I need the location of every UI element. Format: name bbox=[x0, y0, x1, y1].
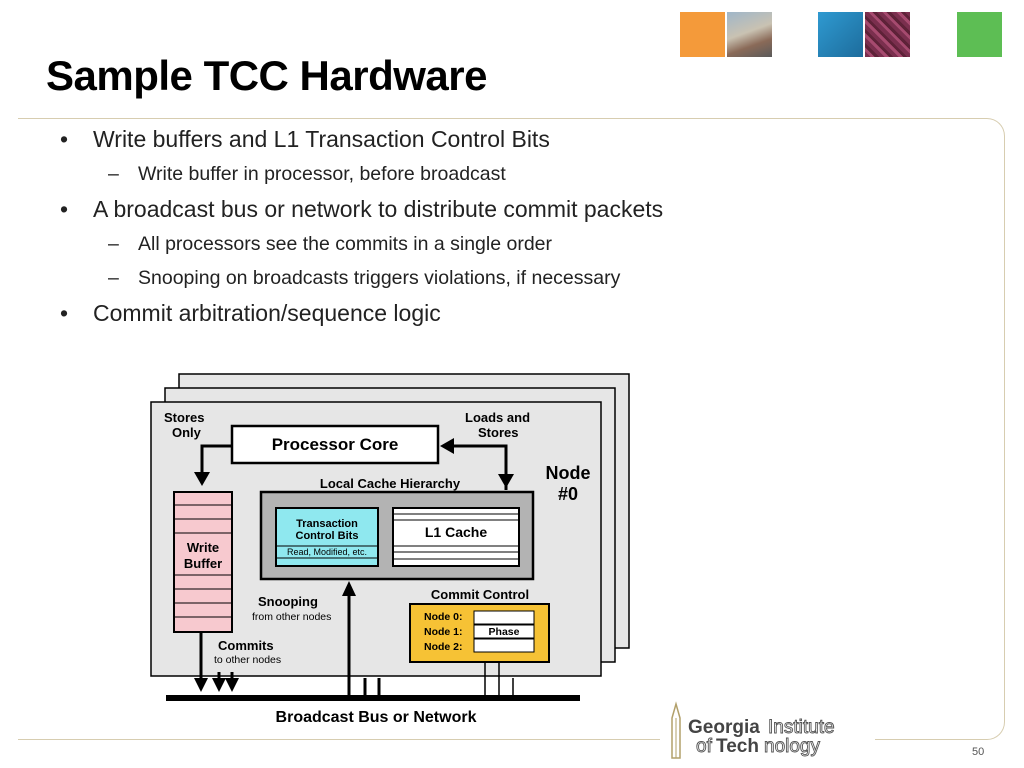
bullet-text: Commit arbitration/sequence logic bbox=[93, 300, 441, 326]
logo-institute: Institute bbox=[768, 717, 835, 738]
bullet-text: A broadcast bus or network to distribute… bbox=[93, 196, 664, 222]
commits-label: Commits bbox=[218, 638, 274, 653]
bullet-dot: • bbox=[60, 196, 69, 222]
campus-photo-thumbnail bbox=[727, 12, 772, 57]
loads-stores-label: Stores bbox=[478, 425, 518, 440]
bullet-text: All processors see the commits in a sing… bbox=[138, 233, 553, 255]
logo-tech: Tech bbox=[716, 736, 759, 757]
broadcast-bus bbox=[166, 695, 580, 701]
arrowhead bbox=[194, 472, 210, 486]
tcc-hardware-diagram: Stores Only Loads and Stores Processor C… bbox=[150, 373, 630, 726]
logo-of: of bbox=[696, 736, 713, 757]
georgia-tech-logo: Georgia Institute of Tech nology bbox=[660, 700, 875, 760]
write-buffer-box bbox=[173, 491, 233, 633]
commit-slot bbox=[473, 624, 535, 639]
sub-bullet-item: –Write buffer in processor, before broad… bbox=[60, 159, 960, 193]
processor-core-box bbox=[230, 424, 440, 465]
arrowhead bbox=[498, 474, 514, 488]
tcb-label: Control Bits bbox=[296, 530, 359, 542]
sub-bullet-item: –All processors see the commits in a sin… bbox=[60, 229, 960, 263]
broadcast-bus-label: Broadcast Bus or Network bbox=[276, 709, 477, 726]
bullet-dot: • bbox=[60, 126, 69, 152]
commit-slot bbox=[473, 638, 535, 653]
phase-label: Phase bbox=[489, 626, 520, 638]
tcb-sub-label: Read, Modified, etc. bbox=[287, 547, 367, 557]
content-frame bbox=[18, 118, 1005, 740]
logo-nology: nology bbox=[764, 736, 820, 757]
node-label: #0 bbox=[558, 484, 578, 504]
bullet-item: • Commit arbitration/sequence logic bbox=[60, 297, 960, 333]
commit-slot bbox=[473, 610, 535, 625]
arrowhead bbox=[342, 581, 356, 596]
snooping-sub-label: from other nodes bbox=[252, 611, 331, 623]
l1-cache-box bbox=[392, 507, 520, 567]
local-cache-label: Local Cache Hierarchy bbox=[320, 476, 461, 491]
tcb-box bbox=[275, 507, 379, 567]
blue-thumbnail bbox=[818, 12, 863, 57]
arrowhead bbox=[225, 678, 239, 692]
green-thumbnail bbox=[957, 12, 1002, 57]
bullet-dash: – bbox=[108, 233, 119, 255]
tcb-label: Transaction bbox=[296, 518, 358, 530]
processor-core-label: Processor Core bbox=[272, 435, 399, 454]
bullet-item: • A broadcast bus or network to distribut… bbox=[60, 193, 960, 229]
arrowhead bbox=[440, 438, 454, 454]
node-label: Node bbox=[546, 463, 591, 483]
node2-label: Node 2: bbox=[424, 641, 463, 653]
loads-stores-label: Loads and bbox=[465, 410, 530, 425]
stores-only-label: Only bbox=[172, 425, 202, 440]
logo-georgia: Georgia bbox=[688, 717, 760, 738]
sub-bullet-item: –Snooping on broadcasts triggers violati… bbox=[60, 263, 960, 297]
bullet-list: • Write buffers and L1 Transaction Contro… bbox=[60, 123, 960, 333]
orange-thumbnail bbox=[680, 12, 725, 57]
tower-icon bbox=[671, 701, 681, 759]
snooping-label: Snooping bbox=[258, 594, 318, 609]
slide-title: Sample TCC Hardware bbox=[46, 52, 487, 99]
commit-control-label: Commit Control bbox=[431, 587, 529, 602]
l1-cache-label: L1 Cache bbox=[425, 524, 487, 540]
arrowhead bbox=[212, 678, 226, 692]
bullet-text: Snooping on broadcasts triggers violatio… bbox=[138, 267, 621, 289]
bullet-text: Write buffer in processor, before broadc… bbox=[138, 163, 506, 185]
commits-sub-label: to other nodes bbox=[214, 654, 281, 666]
header-thumbnails bbox=[680, 12, 1010, 58]
bullet-item: • Write buffers and L1 Transaction Contro… bbox=[60, 123, 960, 159]
node0-label: Node 0: bbox=[424, 611, 463, 623]
bullet-dash: – bbox=[108, 267, 119, 289]
core-to-writebuffer-arrow bbox=[200, 444, 232, 474]
circuit-photo-thumbnail bbox=[865, 12, 910, 57]
arrowhead bbox=[194, 678, 208, 692]
write-buffer-label: Write bbox=[187, 540, 219, 555]
bullet-dash: – bbox=[108, 163, 119, 185]
write-buffer-label: Buffer bbox=[184, 556, 222, 571]
page-number: 50 bbox=[972, 746, 985, 758]
stores-only-label: Stores bbox=[164, 410, 204, 425]
node1-label: Node 1: bbox=[424, 626, 463, 638]
bullet-dot: • bbox=[60, 300, 69, 326]
bullet-text: Write buffers and L1 Transaction Control… bbox=[93, 126, 550, 152]
